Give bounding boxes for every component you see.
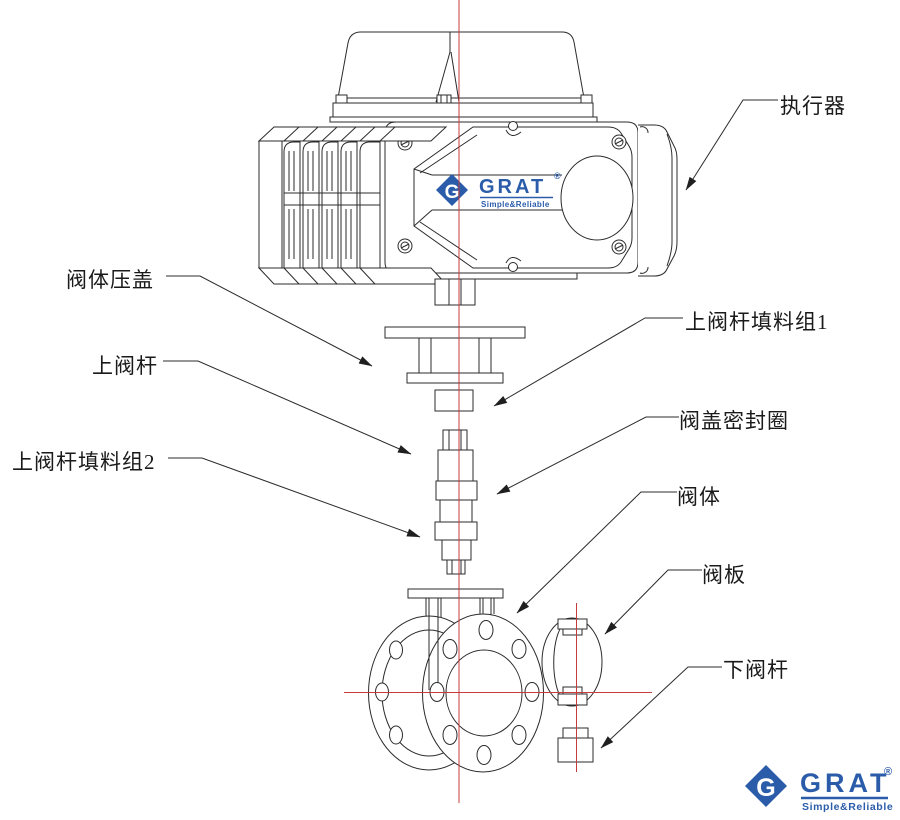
upper-stem-packing-2-part — [434, 521, 478, 541]
valve-plate-part — [541, 617, 603, 707]
upper-stem-packing-1-part — [434, 389, 474, 412]
label-valve-body: 阀体 — [677, 485, 721, 509]
logo-g-mark: G — [756, 774, 775, 802]
actuator-fins — [257, 126, 448, 285]
label-upper-stem-packing-2: 上阀杆填料组2 — [12, 450, 156, 474]
logo-wordmark: GRAT — [479, 176, 546, 198]
lower-stem-part — [557, 727, 594, 763]
label-lower-stem: 下阀杆 — [723, 658, 789, 682]
leader-lower-stem — [600, 666, 722, 749]
actuator-drawing: G GRAT ® Simple&Reliable — [257, 31, 678, 285]
valve-body-gland-part — [384, 326, 526, 384]
leader-actuator — [685, 99, 778, 191]
actuator-logo: G GRAT ® Simple&Reliable — [436, 171, 561, 209]
label-upper-stem: 上阀杆 — [92, 354, 158, 378]
leader-lines — [163, 99, 778, 749]
logo-tagline: Simple&Reliable — [802, 801, 893, 813]
leader-bonnet-seal-ring — [496, 416, 679, 495]
leader-upper-stem-packing-1 — [493, 317, 683, 407]
bonnet-seal-ring-part — [435, 480, 478, 501]
label-valve-plate: 阀板 — [702, 563, 746, 587]
leader-valve-plate — [604, 569, 702, 635]
actuator-bracket — [638, 124, 678, 277]
logo-g-mark: G — [445, 182, 460, 203]
leader-upper-stem — [163, 360, 412, 455]
label-actuator: 执行器 — [780, 94, 846, 118]
logo-registered-mark: ® — [884, 766, 892, 778]
label-bonnet-seal-ring: 阀盖密封圈 — [679, 409, 789, 433]
logo-wordmark: GRAT — [800, 768, 891, 798]
actuator-dome — [337, 31, 585, 104]
label-upper-stem-packing-1: 上阀杆填料组1 — [685, 310, 829, 334]
upper-stem-part — [434, 429, 478, 575]
leader-valve-body — [516, 491, 677, 614]
valve-body-part — [368, 588, 544, 773]
centerlines — [344, 0, 652, 803]
output-shaft — [434, 278, 476, 306]
footer-logo: G GRAT ® Simple&Reliable — [745, 765, 893, 813]
logo-tagline: Simple&Reliable — [481, 200, 550, 209]
logo-diamond-icon — [745, 765, 787, 807]
logo-diamond-icon — [436, 174, 468, 206]
flange-bolt-holes — [429, 620, 540, 765]
leader-upper-stem-packing-2 — [168, 457, 421, 538]
actuator-body — [359, 121, 639, 280]
actuator-band — [329, 94, 598, 123]
label-valve-body-gland: 阀体压盖 — [66, 268, 154, 292]
logo-registered-mark: ® — [554, 171, 561, 181]
leader-valve-body-gland — [166, 275, 373, 367]
